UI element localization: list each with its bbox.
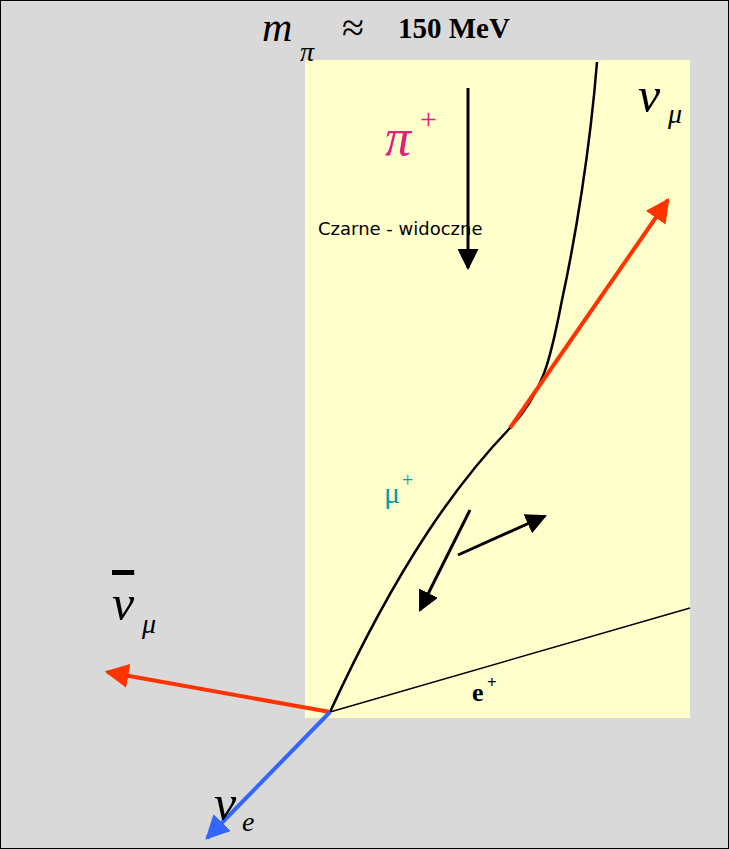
superscript: + bbox=[487, 674, 497, 691]
direction-arrow bbox=[458, 516, 545, 555]
particle-label: e bbox=[472, 680, 484, 706]
particle-label: π bbox=[385, 112, 411, 164]
neutrino-arrow bbox=[107, 672, 330, 712]
direction-arrow bbox=[420, 510, 470, 610]
note: Czarne - widoczne bbox=[318, 220, 483, 238]
symbol: m bbox=[262, 6, 292, 48]
symbol: ≈ bbox=[342, 8, 364, 48]
subscript: e bbox=[242, 808, 254, 836]
particle-label: ν bbox=[112, 578, 134, 628]
particle-label: ν bbox=[638, 70, 660, 120]
positron-track bbox=[330, 608, 690, 712]
superscript: + bbox=[420, 104, 437, 134]
muon-track bbox=[330, 428, 510, 712]
neutrino-arrow bbox=[207, 712, 330, 838]
value-label: 150 MeV bbox=[398, 14, 510, 43]
superscript: + bbox=[402, 470, 413, 490]
direction-arrow bbox=[467, 88, 470, 268]
particle-label: μ bbox=[384, 478, 400, 508]
subscript: μ bbox=[142, 610, 156, 638]
subscript: π bbox=[300, 38, 314, 66]
pion-track bbox=[510, 62, 597, 428]
chamber-panel bbox=[305, 60, 690, 718]
neutrino-arrow bbox=[510, 200, 668, 428]
subscript: μ bbox=[668, 100, 682, 128]
particle-label: ν bbox=[214, 778, 236, 828]
